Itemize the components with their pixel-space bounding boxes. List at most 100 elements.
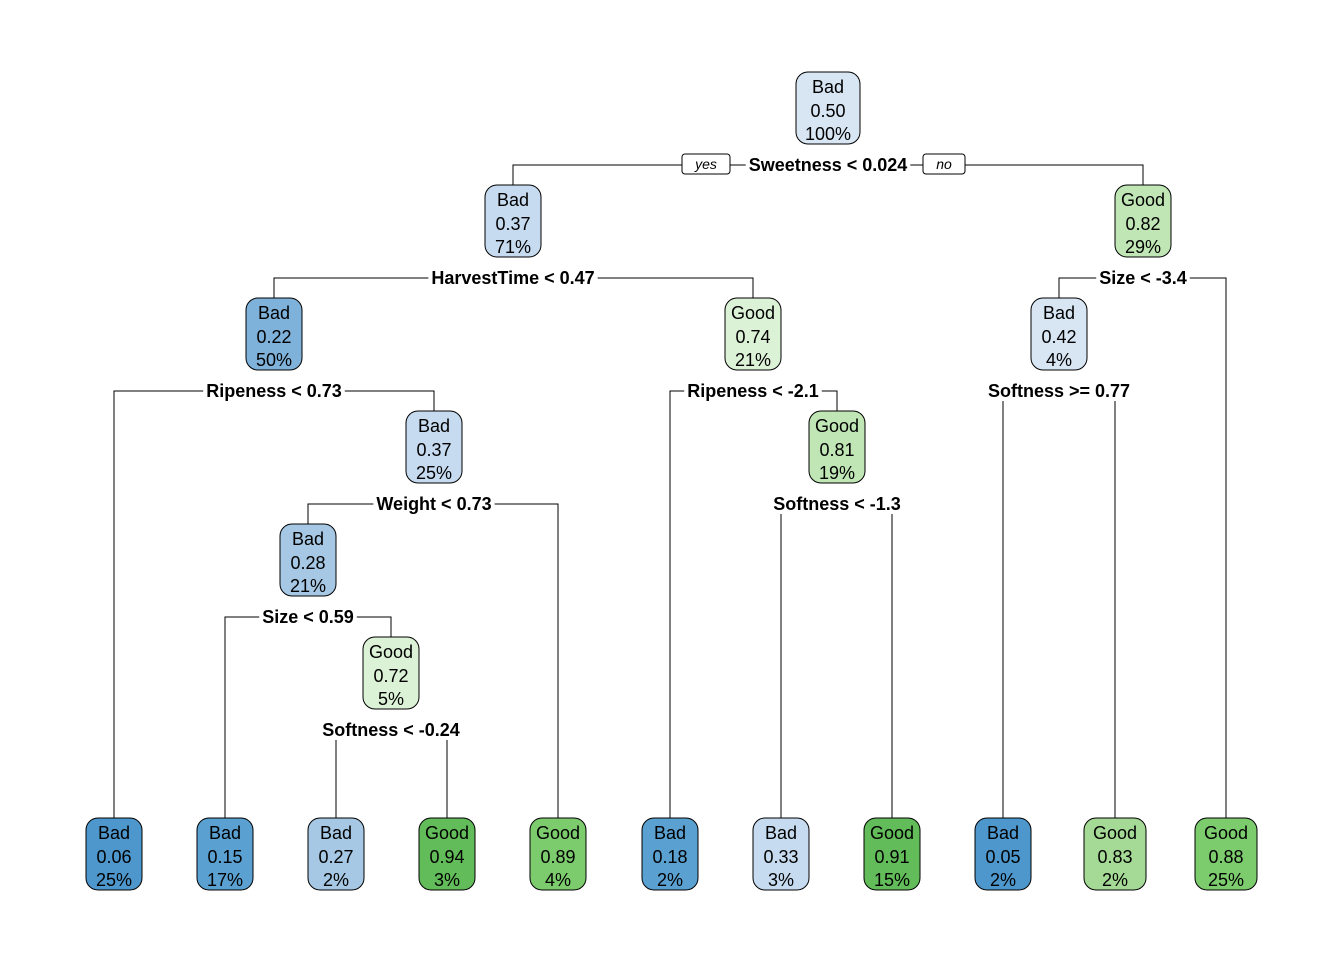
node-percent: 4% — [1046, 350, 1072, 370]
node-class: Bad — [98, 823, 130, 843]
node-probability: 0.37 — [416, 440, 451, 460]
split-label-bg — [1096, 268, 1190, 288]
node-class: Good — [369, 642, 413, 662]
node-class: Bad — [497, 190, 529, 210]
split-label-s37: Softness < -0.24 — [322, 720, 460, 740]
node-percent: 4% — [545, 870, 571, 890]
node-class: Bad — [987, 823, 1019, 843]
leaf-node-l10: Good 0.83 2% — [1083, 817, 1147, 891]
node-class: Good — [425, 823, 469, 843]
split-label-s1: Sweetness < 0.024 — [749, 155, 908, 175]
node-percent: 71% — [495, 237, 531, 257]
node-class: Bad — [320, 823, 352, 843]
split-label-s5: Ripeness < -2.1 — [687, 381, 819, 401]
node-probability: 0.81 — [819, 440, 854, 460]
node-probability: 0.06 — [96, 847, 131, 867]
node-percent: 3% — [768, 870, 794, 890]
node-percent: 21% — [735, 350, 771, 370]
split-label-bg — [373, 494, 495, 514]
node-box — [863, 817, 921, 891]
node-percent: 29% — [1125, 237, 1161, 257]
split-label-s4: Ripeness < 0.73 — [206, 381, 342, 401]
node-box — [529, 817, 587, 891]
node-class: Bad — [258, 303, 290, 323]
split-label-bg — [428, 268, 598, 288]
node-box — [196, 817, 254, 891]
node-box — [418, 817, 476, 891]
node-class: Good — [536, 823, 580, 843]
node-percent: 3% — [434, 870, 460, 890]
node-box — [484, 184, 542, 258]
split-label-s3: Size < -3.4 — [1099, 268, 1187, 288]
branch-edge-s6-left — [1002, 390, 1059, 818]
branch-edge-s37-right — [391, 729, 448, 818]
leaf-node-l9: Bad 0.05 2% — [974, 817, 1032, 891]
node-percent: 100% — [805, 124, 851, 144]
node-probability: 0.28 — [290, 553, 325, 573]
branch-edge-s9-right — [434, 503, 559, 818]
node-percent: 2% — [323, 870, 349, 890]
node-probability: 0.05 — [985, 847, 1020, 867]
node-box — [245, 297, 303, 371]
node-percent: 2% — [657, 870, 683, 890]
node-box — [362, 636, 420, 710]
node-box — [1083, 817, 1147, 891]
node-box — [1194, 817, 1258, 891]
node-box — [1030, 297, 1088, 371]
node-probability: 0.72 — [373, 666, 408, 686]
node-percent: 17% — [207, 870, 243, 890]
tree-edges — [113, 164, 1227, 818]
split-label-bg — [984, 381, 1134, 401]
branch-edge-s4-left — [113, 390, 274, 818]
node-class: Good — [1121, 190, 1165, 210]
branch-edge-s11-left — [780, 503, 837, 818]
node-box — [1114, 184, 1172, 258]
tree-node-n3: Good 0.82 29% — [1114, 184, 1172, 258]
node-box — [641, 817, 699, 891]
node-percent: 2% — [990, 870, 1016, 890]
node-percent: 2% — [1102, 870, 1128, 890]
no-tag-box — [922, 153, 966, 175]
branch-edge-s5-left — [669, 390, 753, 818]
branch-edge-s3-right — [1143, 277, 1227, 818]
node-probability: 0.15 — [207, 847, 242, 867]
node-percent: 19% — [819, 463, 855, 483]
node-probability: 0.88 — [1208, 847, 1243, 867]
node-box — [405, 410, 463, 484]
node-probability: 0.83 — [1097, 847, 1132, 867]
split-label-bg — [745, 155, 911, 175]
leaf-node-l11: Good 0.88 25% — [1194, 817, 1258, 891]
node-box — [279, 523, 337, 597]
node-class: Good — [1204, 823, 1248, 843]
node-box — [974, 817, 1032, 891]
node-probability: 0.22 — [256, 327, 291, 347]
split-label-bg — [319, 720, 463, 740]
node-probability: 0.33 — [763, 847, 798, 867]
split-label-s11: Softness < -1.3 — [773, 494, 901, 514]
node-box — [752, 817, 810, 891]
node-probability: 0.82 — [1125, 214, 1160, 234]
tree-nodes: Bad0.50100%Bad0.3771%Good0.8229%Bad0.225… — [85, 71, 1258, 891]
node-percent: 25% — [1208, 870, 1244, 890]
node-class: Good — [815, 416, 859, 436]
split-label-bg — [770, 494, 904, 514]
node-probability: 0.37 — [495, 214, 530, 234]
node-probability: 0.50 — [810, 101, 845, 121]
node-box — [85, 817, 143, 891]
node-class: Good — [1093, 823, 1137, 843]
node-percent: 21% — [290, 576, 326, 596]
node-class: Bad — [209, 823, 241, 843]
split-label-s2: HarvestTime < 0.47 — [431, 268, 594, 288]
